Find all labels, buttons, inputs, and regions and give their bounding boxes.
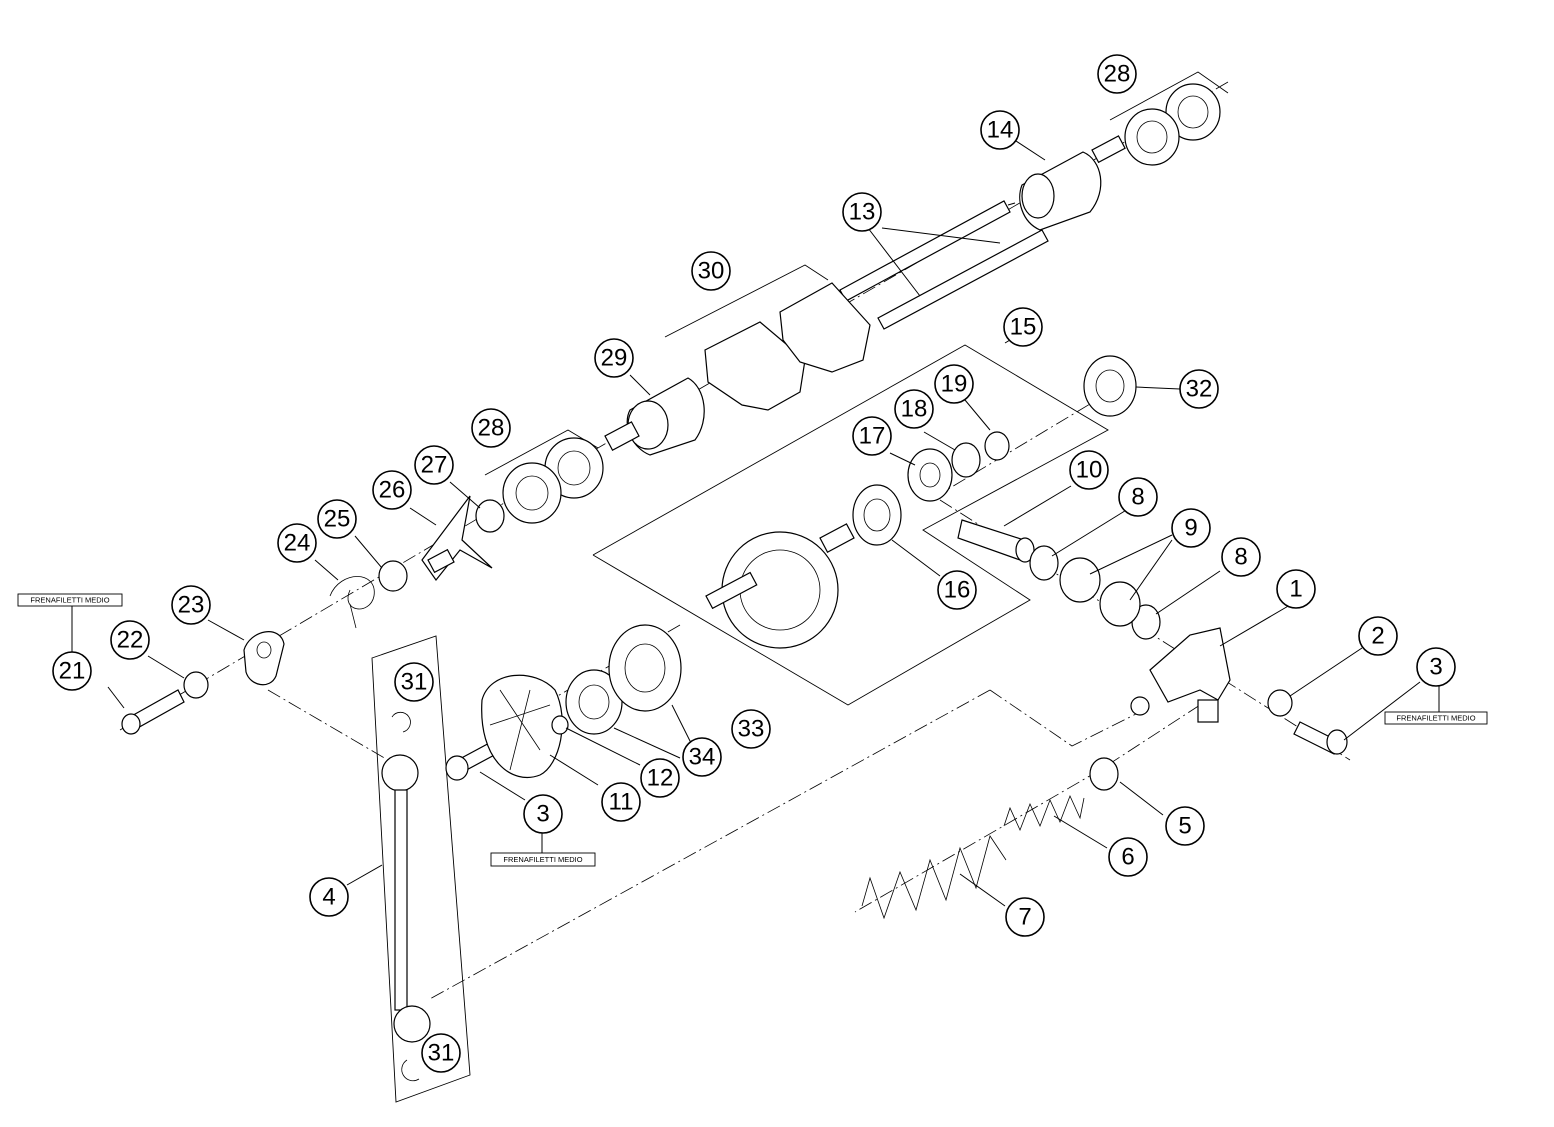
callout-9: 9 <box>1171 508 1211 548</box>
callout-24-label: 24 <box>284 530 311 557</box>
callout-26: 26 <box>372 470 412 510</box>
callout-31-upper: 31 <box>394 662 434 702</box>
callout-21: 21 <box>52 651 92 691</box>
callout-3-right-label: 3 <box>1429 654 1442 681</box>
callout-8-lower-label: 8 <box>1234 544 1247 571</box>
callout-1: 1 <box>1276 569 1316 609</box>
callout-4: 4 <box>309 877 349 917</box>
leader-lines <box>71 138 1440 907</box>
callout-24: 24 <box>277 523 317 563</box>
callout-26-label: 26 <box>379 477 406 504</box>
callout-7-label: 7 <box>1018 904 1031 931</box>
callout-33-label: 33 <box>738 716 765 743</box>
callout-28-lower: 28 <box>471 408 511 448</box>
callout-13: 13 <box>842 192 882 232</box>
callout-16: 16 <box>937 570 977 610</box>
callout-32-label: 32 <box>1186 376 1213 403</box>
callout-19: 19 <box>934 364 974 404</box>
callout-25-label: 25 <box>324 506 351 533</box>
callout-31-lower-label: 31 <box>428 1040 455 1067</box>
callout-30: 30 <box>691 251 731 291</box>
callout-5: 5 <box>1165 806 1205 846</box>
callout-2: 2 <box>1358 616 1398 656</box>
callout-13-label: 13 <box>849 199 876 226</box>
callout-33: 33 <box>731 709 771 749</box>
callout-17-label: 17 <box>859 423 886 450</box>
callout-15: 15 <box>1003 307 1043 347</box>
callout-14: 14 <box>980 110 1020 150</box>
callout-22-label: 22 <box>117 627 144 654</box>
callout-28-upper-label: 28 <box>1104 61 1131 88</box>
callout-16-label: 16 <box>944 577 971 604</box>
callout-34: 34 <box>682 737 722 777</box>
callout-29: 29 <box>594 338 634 378</box>
group-frames <box>371 71 1229 1103</box>
callout-31-upper-label: 31 <box>401 669 428 696</box>
callout-11-label: 11 <box>609 789 634 816</box>
callout-3-center: 3 <box>523 794 563 834</box>
callout-34-label: 34 <box>689 744 716 771</box>
callout-32: 32 <box>1179 369 1219 409</box>
callout-3-right: 3 <box>1416 647 1456 687</box>
threadlocker-note-right: FRENAFILETTI MEDIO <box>1384 711 1488 725</box>
callout-25: 25 <box>317 499 357 539</box>
callout-18: 18 <box>894 389 934 429</box>
callout-31-lower: 31 <box>421 1033 461 1073</box>
callout-12-label: 12 <box>647 765 674 792</box>
callout-27-label: 27 <box>421 452 448 479</box>
callout-6-label: 6 <box>1121 844 1134 871</box>
callout-28-upper: 28 <box>1097 54 1137 94</box>
callout-11: 11 <box>601 782 641 822</box>
callout-4-label: 4 <box>322 884 335 911</box>
threadlocker-note-right-text: FRENAFILETTI MEDIO <box>1396 714 1475 723</box>
threadlocker-note-center-text: FRENAFILETTI MEDIO <box>503 855 582 864</box>
callout-23: 23 <box>171 585 211 625</box>
callout-1-label: 1 <box>1289 576 1302 603</box>
callout-5-label: 5 <box>1178 813 1191 840</box>
threadlocker-note-left: FRENAFILETTI MEDIO <box>17 593 123 607</box>
callout-8-upper-label: 8 <box>1131 484 1144 511</box>
callout-15-label: 15 <box>1010 314 1037 341</box>
callout-10-label: 10 <box>1076 457 1103 484</box>
callout-18-label: 18 <box>901 396 928 423</box>
callout-22: 22 <box>110 620 150 660</box>
callout-19-label: 19 <box>941 371 968 398</box>
callout-8-lower: 8 <box>1221 537 1261 577</box>
callout-7: 7 <box>1005 897 1045 937</box>
threadlocker-note-left-text: FRENAFILETTI MEDIO <box>30 596 109 605</box>
threadlocker-note-center: FRENAFILETTI MEDIO <box>490 852 596 867</box>
callout-30-label: 30 <box>698 258 725 285</box>
callout-27: 27 <box>414 445 454 485</box>
callout-23-label: 23 <box>178 592 205 619</box>
callout-29-label: 29 <box>601 345 628 372</box>
callout-10: 10 <box>1069 450 1109 490</box>
callout-28-lower-label: 28 <box>478 415 505 442</box>
callout-17: 17 <box>852 416 892 456</box>
parts-art <box>121 83 1348 1082</box>
callout-6: 6 <box>1108 837 1148 877</box>
callout-21-label: 21 <box>59 658 86 685</box>
callout-8-upper: 8 <box>1118 477 1158 517</box>
callout-9-label: 9 <box>1184 515 1197 542</box>
callout-2-label: 2 <box>1371 623 1384 650</box>
callout-14-label: 14 <box>987 117 1014 144</box>
callout-12: 12 <box>640 758 680 798</box>
callout-3-center-label: 3 <box>536 801 549 828</box>
